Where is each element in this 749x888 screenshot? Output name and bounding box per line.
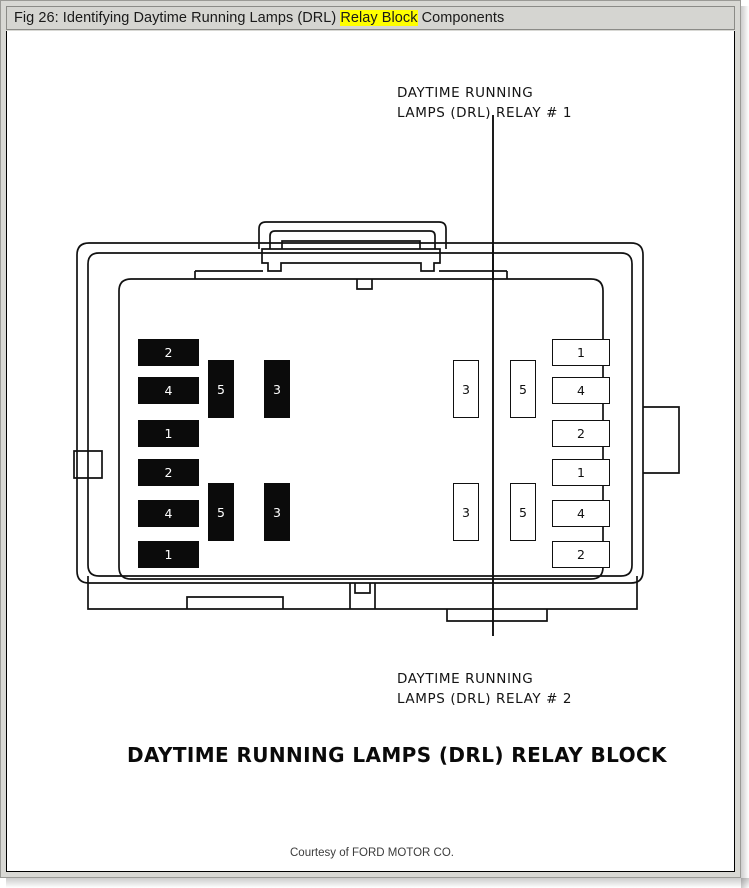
relay-1-label: DAYTIME RUNNING LAMPS (DRL) RELAY # 1 bbox=[397, 83, 572, 123]
housing-left-tab bbox=[73, 450, 103, 479]
courtesy-line: Courtesy of FORD MOTOR CO. bbox=[290, 847, 455, 859]
relay-2-label-line1: DAYTIME RUNNING bbox=[397, 671, 534, 687]
figure-title: Fig 26: Identifying Daytime Running Lamp… bbox=[7, 10, 504, 26]
relay-slot-label: 1 bbox=[164, 547, 173, 562]
relay-slot-right-narrow-4: 5 bbox=[510, 483, 536, 541]
connector-inner-strip bbox=[281, 240, 421, 249]
relay-slot-left-wide-2: 4 bbox=[138, 377, 199, 404]
relay-slot-left-wide-1: 2 bbox=[138, 339, 199, 366]
figure-title-prefix: Fig 26: Identifying Daytime Running Lamp… bbox=[14, 10, 341, 26]
housing-right-tab bbox=[643, 406, 680, 474]
relay-1-label-line1: DAYTIME RUNNING bbox=[397, 85, 534, 101]
diagram-caption: DAYTIME RUNNING LAMPS (DRL) RELAY BLOCK bbox=[127, 743, 667, 767]
relay-block-drawing bbox=[73, 115, 680, 636]
relay-slot-left-wide-4: 2 bbox=[138, 459, 199, 486]
connector-base-flange bbox=[261, 248, 441, 272]
relay-slot-label: 4 bbox=[577, 506, 585, 521]
relay-slot-left-narrow-3: 5 bbox=[208, 483, 234, 541]
relay-slot-label: 5 bbox=[217, 381, 225, 397]
relay-slot-right-wide-3: 2 bbox=[552, 420, 610, 447]
relay-slot-label: 5 bbox=[519, 504, 527, 520]
relay-slot-left-wide-3: 1 bbox=[138, 420, 199, 447]
housing-bottom-step-left bbox=[186, 596, 284, 609]
relay-slot-left-wide-6: 1 bbox=[138, 541, 199, 568]
relay-slot-label: 2 bbox=[164, 465, 173, 480]
relay-slot-right-wide-6: 2 bbox=[552, 541, 610, 568]
relay-slot-right-wide-4: 1 bbox=[552, 459, 610, 486]
title-bar: Fig 26: Identifying Daytime Running Lamp… bbox=[6, 6, 735, 30]
relay-slot-label: 5 bbox=[217, 504, 225, 520]
relay-slot-label: 3 bbox=[462, 381, 470, 397]
relay-slot-label: 1 bbox=[577, 465, 585, 480]
relay-slot-label: 2 bbox=[577, 547, 585, 562]
housing-top-nub bbox=[356, 279, 373, 290]
relay-slot-right-narrow-2: 5 bbox=[510, 360, 536, 418]
relay-slot-left-narrow-2: 3 bbox=[264, 360, 290, 418]
window-drop-shadow-bottom bbox=[6, 878, 749, 888]
relay-2-label-line2: LAMPS (DRL) RELAY # 2 bbox=[397, 691, 573, 707]
relay-slot-label: 1 bbox=[577, 345, 585, 360]
figure-title-suffix: Components bbox=[417, 10, 505, 26]
housing-bottom-nub bbox=[354, 583, 371, 594]
relay-slot-label: 4 bbox=[164, 383, 173, 398]
relay-slot-label: 2 bbox=[164, 345, 173, 360]
connector-middle-band bbox=[269, 230, 436, 249]
relay-slot-label: 2 bbox=[577, 426, 585, 441]
housing-outer-shell bbox=[76, 242, 644, 584]
relay-slot-label: 3 bbox=[462, 504, 470, 520]
window-drop-shadow-right bbox=[741, 6, 749, 888]
relay-slot-label: 3 bbox=[273, 504, 281, 520]
relay-2-label: DAYTIME RUNNING LAMPS (DRL) RELAY # 2 bbox=[397, 669, 572, 709]
relay-1-label-line2: LAMPS (DRL) RELAY # 1 bbox=[397, 105, 573, 121]
relay-slot-left-narrow-1: 5 bbox=[208, 360, 234, 418]
housing-cavity bbox=[118, 278, 604, 580]
diagram-canvas: DAYTIME RUNNING LAMPS (DRL) RELAY # 1 DA… bbox=[6, 31, 735, 872]
relay-slot-left-wide-5: 4 bbox=[138, 500, 199, 527]
housing-bottom-pad-right bbox=[446, 609, 548, 622]
connector-outer-cap bbox=[258, 221, 447, 249]
relay-slot-right-narrow-1: 3 bbox=[453, 360, 479, 418]
relay-slot-right-narrow-3: 3 bbox=[453, 483, 479, 541]
relay-slot-label: 4 bbox=[164, 506, 173, 521]
housing-inner-shell bbox=[87, 252, 633, 577]
figure-title-highlight: Relay Block bbox=[340, 10, 418, 26]
relay-slot-right-wide-2: 4 bbox=[552, 377, 610, 404]
relay-slot-right-wide-5: 4 bbox=[552, 500, 610, 527]
relay-slot-right-wide-1: 1 bbox=[552, 339, 610, 366]
relay-slot-left-narrow-4: 3 bbox=[264, 483, 290, 541]
housing-bottom-skirt bbox=[87, 576, 638, 610]
relay-slot-label: 3 bbox=[273, 381, 281, 397]
relay-slot-label: 4 bbox=[577, 383, 585, 398]
relay-slot-label: 5 bbox=[519, 381, 527, 397]
relay-slot-label: 1 bbox=[164, 426, 173, 441]
